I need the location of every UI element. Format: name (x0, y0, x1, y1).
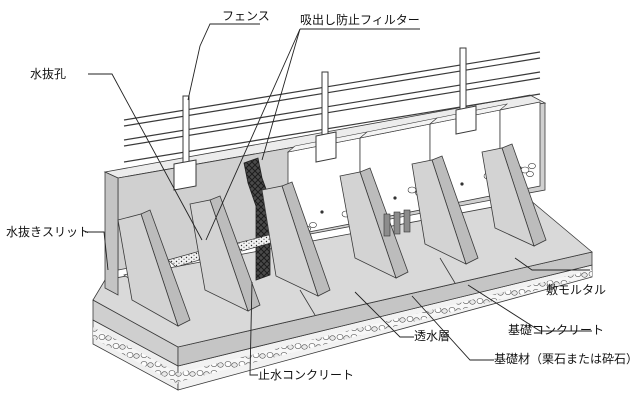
fence (123, 51, 541, 163)
label-fence: フェンス (222, 9, 270, 23)
buttresses (117, 143, 547, 327)
support-posts (383, 209, 411, 237)
label-foundation-material: 基礎材（栗石または砕石） (494, 351, 638, 366)
label-foundation-concrete: 基礎コンクリート (508, 323, 604, 337)
label-drain-slit: 水抜きスリット (6, 225, 90, 239)
label-drain-hole: 水抜孔 (30, 67, 66, 81)
fence-posts (173, 47, 477, 191)
leader-lines (85, 23, 592, 376)
waterstop-concrete (243, 157, 271, 281)
label-filter: 吸出し防止フィルター (300, 12, 420, 27)
label-waterstop-concrete: 止水コンクリート (258, 368, 354, 382)
label-mortar: 敷モルタル (546, 282, 606, 297)
label-permeable-layer: 透水層 (414, 329, 450, 343)
